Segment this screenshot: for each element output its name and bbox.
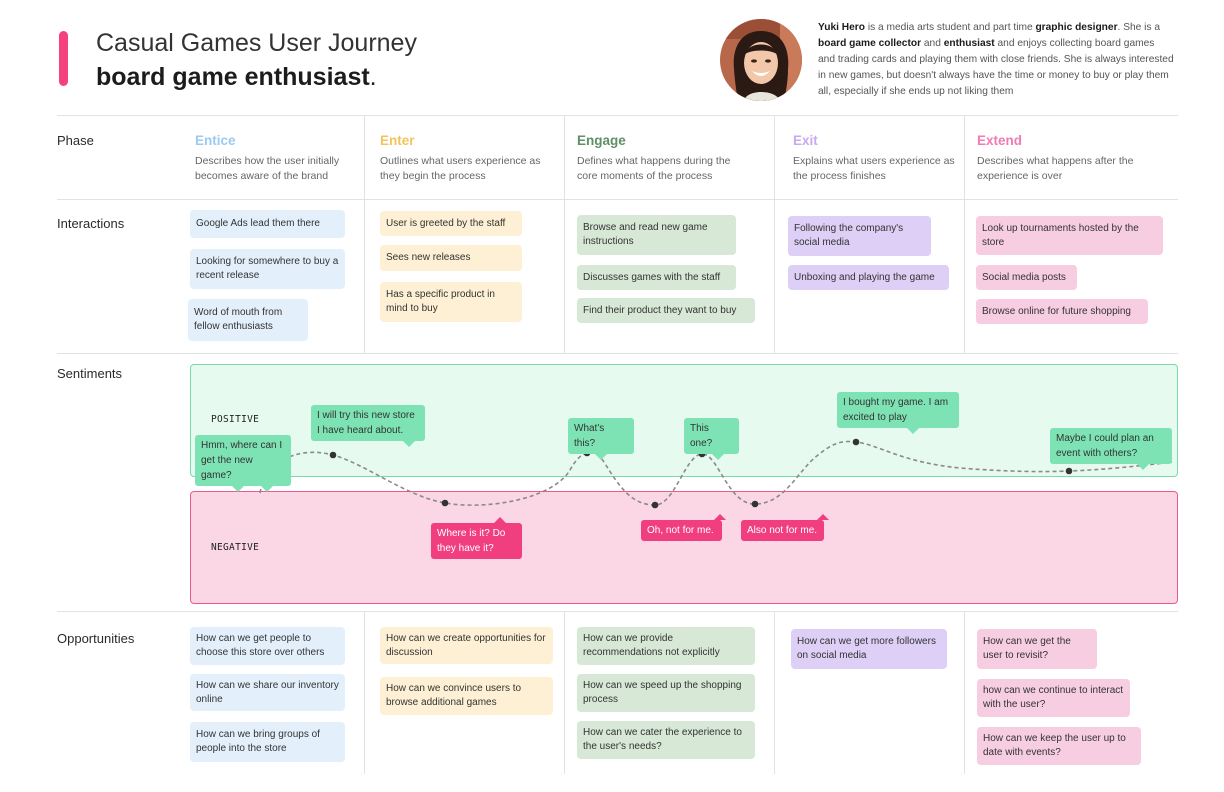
divider xyxy=(964,116,965,353)
title-accent-bar xyxy=(59,31,68,86)
opportunity-card: How can we get people to choose this sto… xyxy=(190,627,345,665)
interaction-card: Browse online for future shopping xyxy=(976,299,1148,324)
divider xyxy=(564,612,565,774)
sentiment-point xyxy=(852,438,860,446)
opportunity-card: how can we continue to interact with the… xyxy=(977,679,1130,717)
interaction-card: Look up tournaments hosted by the store xyxy=(976,216,1163,255)
row-label-interactions: Interactions xyxy=(57,216,125,231)
opportunity-card: How can we provide recommendations not e… xyxy=(577,627,755,665)
interaction-card: Unboxing and playing the game xyxy=(788,265,949,290)
divider xyxy=(57,611,1178,612)
opportunity-card: How can we bring groups of people into t… xyxy=(190,722,345,762)
phase-desc-engage: Defines what happens during the core mom… xyxy=(577,155,731,182)
phase-desc-enter: Outlines what users experience as they b… xyxy=(380,155,541,182)
sentiment-bubble-negative: Oh, not for me. xyxy=(641,514,726,541)
sentiment-point xyxy=(751,500,759,508)
divider xyxy=(964,612,965,774)
sentiment-bubble-positive: This one? xyxy=(684,418,739,460)
interaction-card: Discusses games with the staff xyxy=(577,265,736,290)
phase-desc-extend: Describes what happens after the experie… xyxy=(977,155,1134,182)
sentiment-bubble-positive: What's this? xyxy=(568,418,634,460)
opportunity-card: How can we create opportunities for disc… xyxy=(380,627,553,664)
interaction-card: Word of mouth from fellow enthusiasts xyxy=(188,299,308,341)
divider xyxy=(564,116,565,353)
persona-avatar xyxy=(720,19,802,101)
row-label-sentiments: Sentiments xyxy=(57,366,123,381)
opportunity-card: How can we share our inventory online xyxy=(190,674,345,711)
phase-desc-exit: Explains what users experience as the pr… xyxy=(793,155,955,182)
opportunity-card: How can we speed up the shopping process xyxy=(577,674,755,712)
sentiment-point xyxy=(651,501,659,509)
interaction-card: Sees new releases xyxy=(380,245,522,271)
interaction-card: Looking for somewhere to buy a recent re… xyxy=(190,249,345,289)
page-subtitle: board game enthusiast. xyxy=(96,63,377,91)
persona-bio: Yuki Hero is a media arts student and pa… xyxy=(818,22,1174,97)
negative-label: NEGATIVE xyxy=(211,542,260,553)
page-title: Casual Games User Journey xyxy=(96,29,417,57)
divider xyxy=(57,199,1178,200)
divider xyxy=(364,116,365,353)
interaction-card: Find their product they want to buy xyxy=(577,298,755,323)
interaction-card: User is greeted by the staff xyxy=(380,211,522,236)
opportunity-card: How can we get the user to revisit? xyxy=(977,629,1097,669)
phase-title-engage: Engage xyxy=(577,133,626,148)
phase-title-extend: Extend xyxy=(977,133,1023,148)
sentiment-bubble-positive: Maybe I could plan an event with others? xyxy=(1050,428,1172,470)
row-label-phase: Phase xyxy=(57,133,94,148)
sentiment-bubble-positive: I bought my game. I am excited to play xyxy=(837,392,959,434)
divider xyxy=(57,115,1178,116)
interaction-card: Google Ads lead them there xyxy=(190,210,345,238)
interaction-card: Has a specific product in mind to buy xyxy=(380,282,522,322)
sentiment-bubble-positive: Hmm, where can I get the new game? xyxy=(195,435,291,492)
opportunity-card: How can we keep the user up to date with… xyxy=(977,727,1141,765)
sentiment-bubble-positive: I will try this new store I have heard a… xyxy=(311,405,425,447)
phase-title-enter: Enter xyxy=(380,133,415,148)
phase-desc-entice: Describes how the user initially becomes… xyxy=(195,155,340,182)
divider xyxy=(774,116,775,353)
divider xyxy=(774,612,775,774)
opportunity-card: How can we convince users to browse addi… xyxy=(380,677,553,715)
sentiment-bubble-negative: Where is it? Do they have it? xyxy=(431,517,522,559)
phase-title-entice: Entice xyxy=(195,133,236,148)
positive-label: POSITIVE xyxy=(211,414,260,425)
interaction-card: Browse and read new game instructions xyxy=(577,215,736,255)
interaction-card: Following the company's social media xyxy=(788,216,931,256)
row-label-opportunities: Opportunities xyxy=(57,631,135,646)
divider xyxy=(364,612,365,774)
interaction-card: Social media posts xyxy=(976,265,1077,290)
sentiment-bubble-negative: Also not for me. xyxy=(741,514,830,541)
negative-zone xyxy=(190,491,1178,604)
sentiment-point xyxy=(329,451,337,459)
phase-title-exit: Exit xyxy=(793,133,818,148)
sentiment-point xyxy=(441,499,449,507)
divider xyxy=(57,353,1178,354)
sentiment-point xyxy=(1065,467,1073,475)
opportunity-card: How can we cater the experience to the u… xyxy=(577,721,755,759)
opportunity-card: How can we get more followers on social … xyxy=(791,629,947,669)
